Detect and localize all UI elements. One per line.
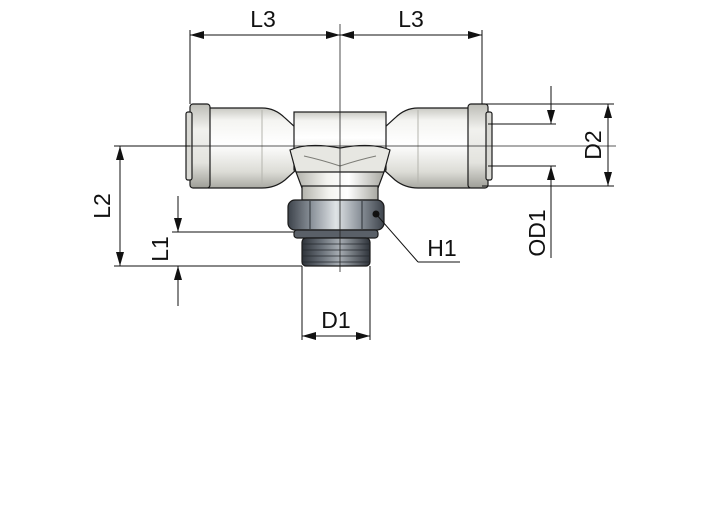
l2-arrow-top [116,146,124,160]
dimension-labels: L3 L3 L2 L1 D1 H1 D2 OD1 [89,6,606,333]
hex-nut [287,199,385,231]
l2-arrow-bottom [116,252,124,266]
thread [301,237,371,267]
l3-left-arrow-a [190,31,204,39]
d1-label: D1 [321,307,350,333]
l3-right-arrow-b [468,31,482,39]
tee-fitting [185,103,493,267]
d2-label: D2 [580,130,606,159]
od1-arrow-top [547,110,555,124]
h1-label: H1 [427,235,456,261]
l3-left-label: L3 [250,6,276,32]
d1-arrow-left [302,332,316,340]
l3-left-arrow-b [326,31,340,39]
center-lines [118,24,616,272]
d2-arrow-top [604,104,612,118]
l3-right-label: L3 [398,6,424,32]
dimension-lines [114,30,614,340]
o-ring [293,229,379,239]
l1-label: L1 [147,236,173,262]
od1-arrow-bottom [547,166,555,180]
right-tube-body [383,107,471,189]
l2-label: L2 [89,193,115,219]
thread-lines [303,243,369,263]
l1-arrow-bottom [174,266,182,280]
d2-arrow-bottom [604,172,612,186]
h1-leader-diagonal [375,213,419,263]
l3-right-arrow-a [340,31,354,39]
d1-arrow-right [356,332,370,340]
left-tube-body [207,107,297,189]
od1-label: OD1 [524,209,550,256]
l1-arrow-top [174,218,182,232]
